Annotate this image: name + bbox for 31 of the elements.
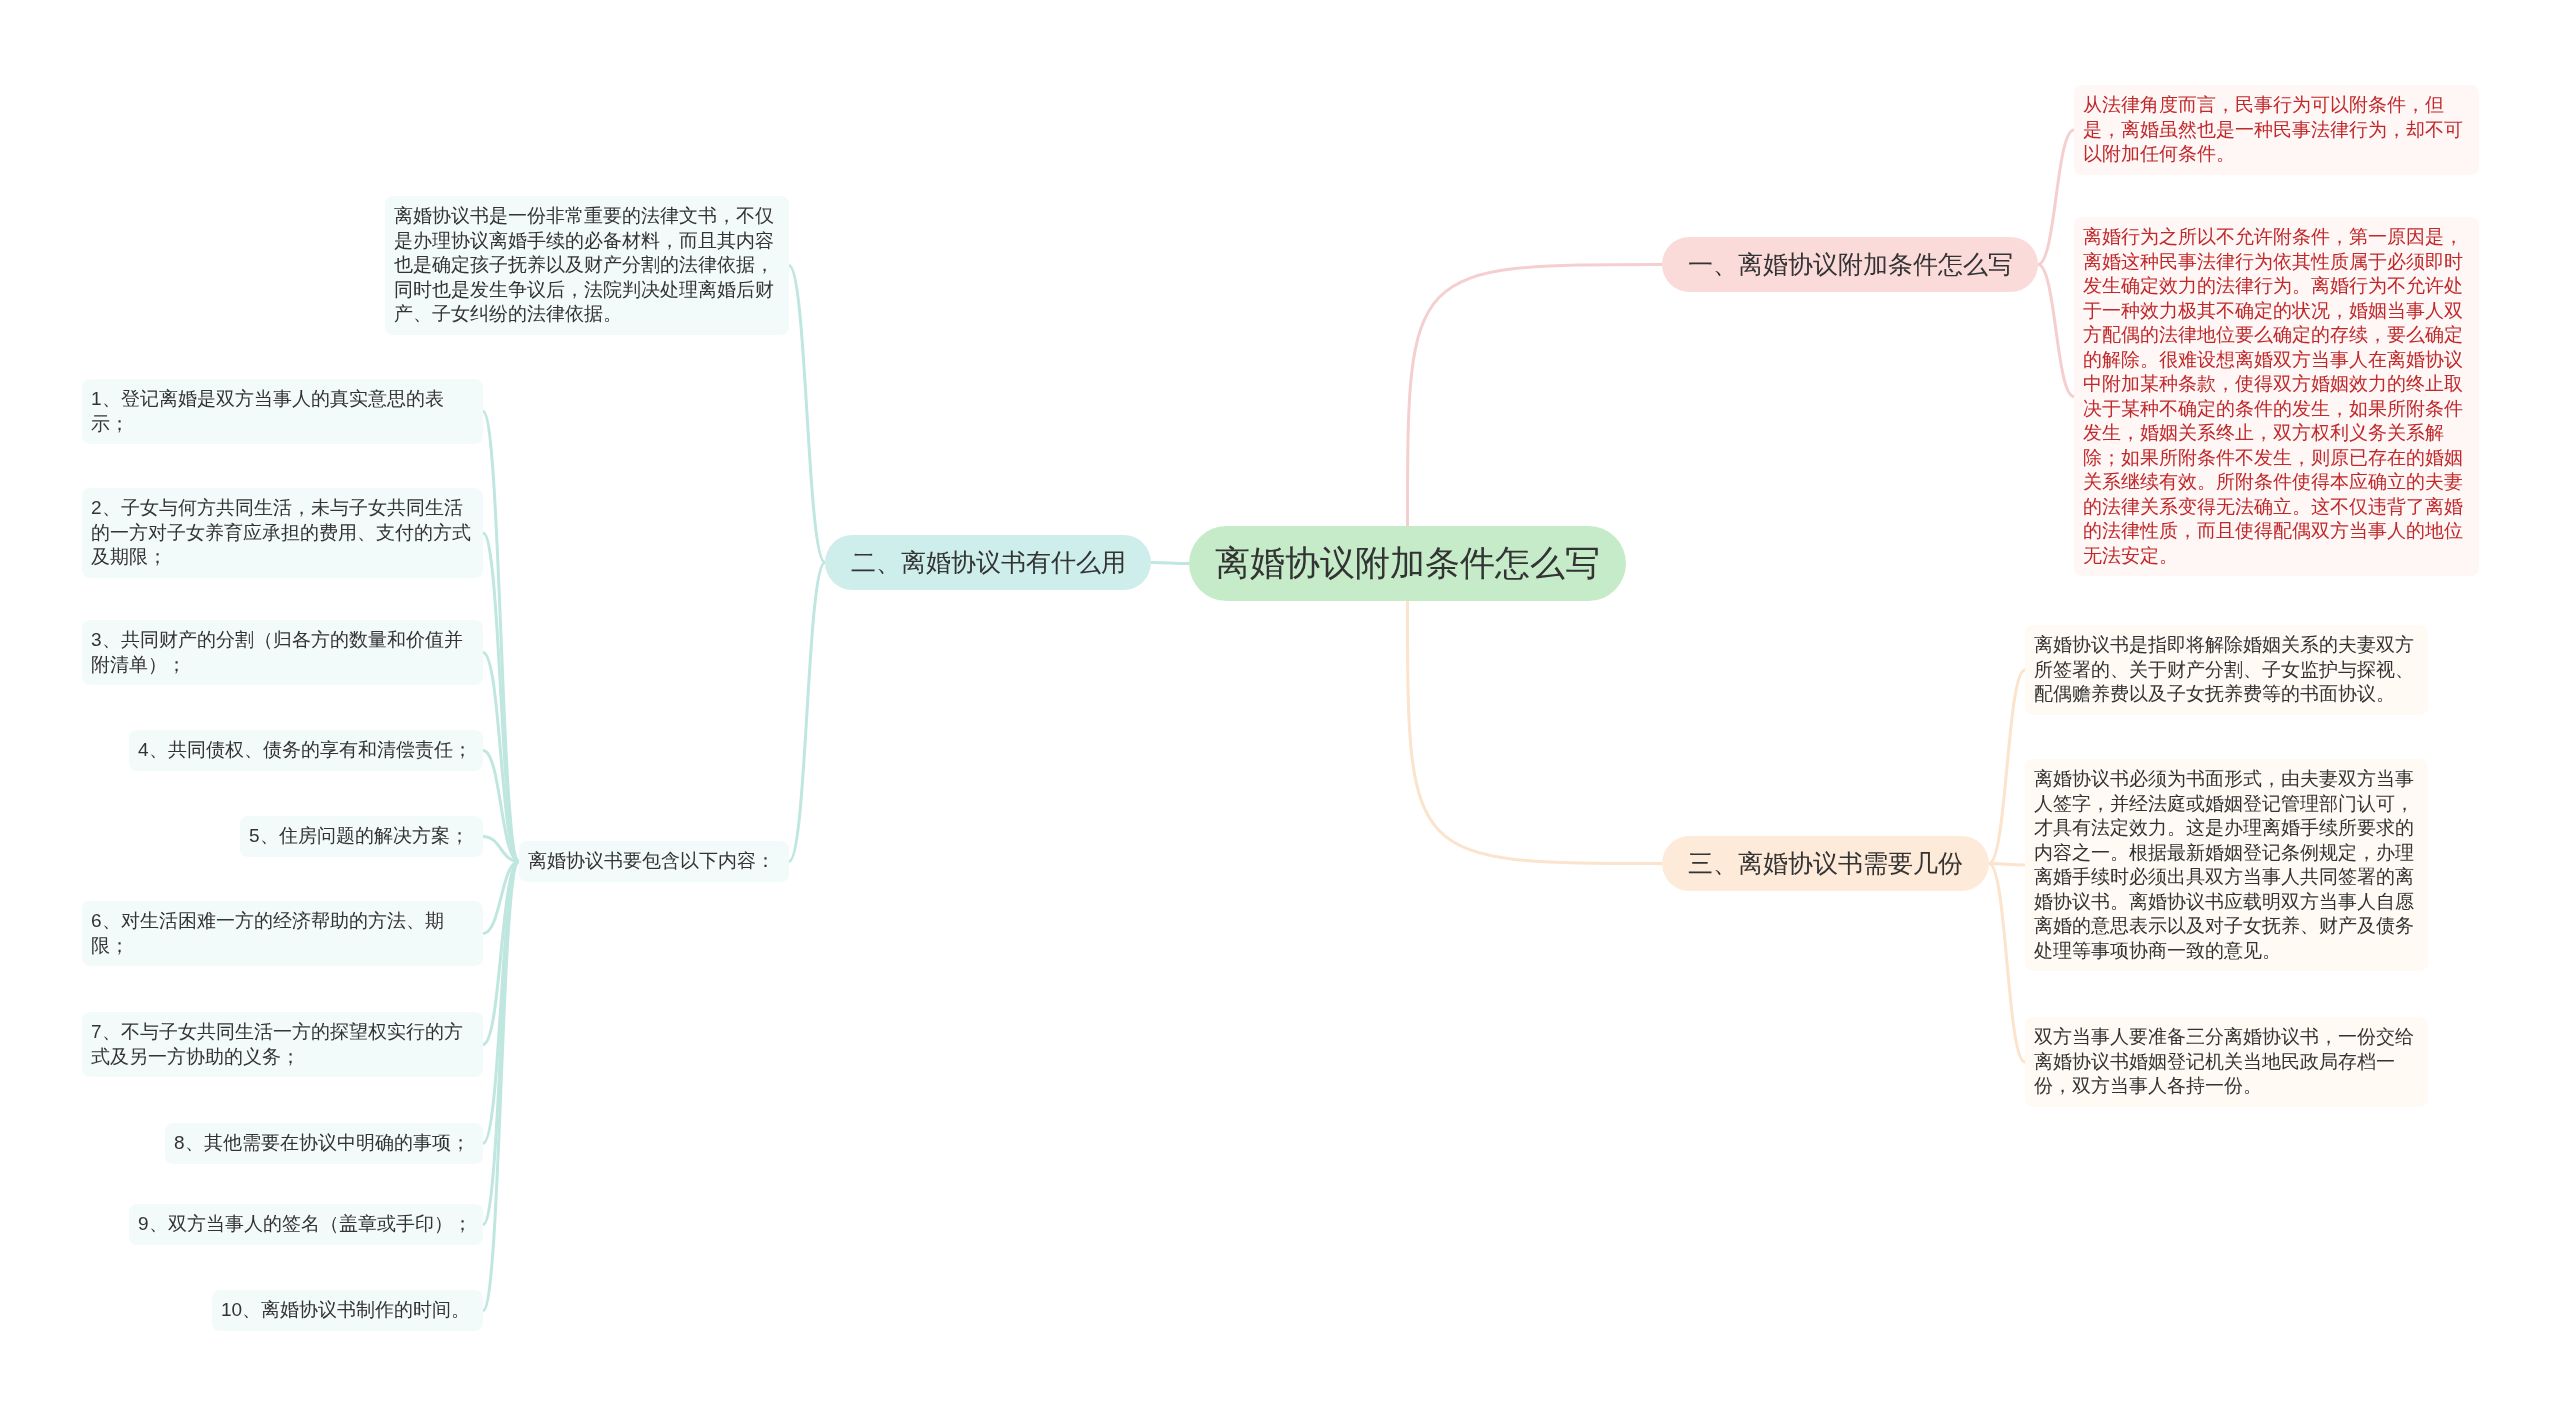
connector-line bbox=[787, 264, 827, 564]
note-card: 5、住房问题的解决方案； bbox=[240, 816, 483, 857]
connector-line bbox=[1151, 561, 1189, 565]
note-card: 双方当事人要准备三分离婚协议书，一份交给离婚协议书婚姻登记机关当地民政局存档一份，双方当事人各持一份。 bbox=[2025, 1017, 2428, 1107]
connector-line bbox=[1989, 862, 2025, 867]
note-card: 3、共同财产的分割（归各方的数量和价值并附清单）； bbox=[82, 620, 483, 685]
connector-line bbox=[2037, 263, 2075, 398]
note-card: 10、离婚协议书制作的时间。 bbox=[212, 1290, 483, 1331]
branch-topic: 三、离婚协议书需要几份 bbox=[1662, 836, 1989, 891]
note-card: 8、其他需要在协议中明确的事项； bbox=[165, 1123, 483, 1164]
connector-line bbox=[787, 561, 827, 863]
note-card: 2、子女与何方共同生活，未与子女共同生活的一方对子女养育应承担的费用、支付的方式及期限； bbox=[82, 488, 483, 578]
note-card: 7、不与子女共同生活一方的探望权实行的方式及另一方协助的义务； bbox=[82, 1012, 483, 1077]
note-card: 离婚行为之所以不允许附条件，第一原因是，离婚这种民事法律行为依其性质属于必须即时发生确定效力的法律行为。离婚行为不允许处于一种效力极其不确定的状况，婚姻当事人双方配偶的法律地位要么确定的存续，要么确定的解除。很难设想离婚双方当事人在离婚协议中附加某种条款，使得双方婚姻效力的终止取决于某种不确定的条件的发生，如果所附条件发生，婚姻关系终止，双方权利义务关系解除；如果所附条件不发生，则原已存在的婚姻关系继续有效。所附条件使得本应确立的夫妻的法律关系变得无法确立。这不仅违背了离婚的法律性质，而且使得配偶双方当事人的地位无法安定。 bbox=[2074, 217, 2479, 576]
connector-line bbox=[1406, 263, 1662, 526]
connector-line bbox=[2037, 128, 2075, 266]
note-card: 离婚协议书必须为书面形式，由夫妻双方当事人签字，并经法庭或婚姻登记管理部门认可，才具有法定效力。这是办理离婚手续所要求的内容之一。根据最新婚姻登记条例规定，办理离婚手续时必须出具双方当事人共同签署的离婚协议书。离婚协议书应载明双方当事人自愿离婚的意思表示以及对子女抚养、财产及债务处理等事项协商一致的意见。 bbox=[2025, 759, 2428, 971]
connector-line bbox=[1988, 668, 2026, 865]
note-card: 1、登记离婚是双方当事人的真实意思的表示； bbox=[82, 379, 483, 444]
note-card: 离婚协议书是一份非常重要的法律文书，不仅是办理协议离婚手续的必备材料，而且其内容也是确定孩子抚养以及财产分割的法律依据，同时也是发生争议后，法院判决处理离婚后财产、子女纠纷的法律依据。 bbox=[385, 196, 789, 335]
note-card: 离婚协议书要包含以下内容： bbox=[519, 841, 789, 882]
note-card: 9、双方当事人的签名（盖章或手印）； bbox=[129, 1204, 483, 1245]
connector-line bbox=[1406, 601, 1662, 865]
central-topic: 离婚协议附加条件怎么写 bbox=[1189, 526, 1626, 601]
branch-topic: 一、离婚协议附加条件怎么写 bbox=[1662, 237, 2038, 292]
note-card: 6、对生活困难一方的经济帮助的方法、期限； bbox=[82, 901, 483, 966]
branch-topic: 二、离婚协议书有什么用 bbox=[825, 535, 1151, 590]
note-card: 4、共同债权、债务的享有和清偿责任； bbox=[129, 730, 483, 771]
note-card: 离婚协议书是指即将解除婚姻关系的夫妻双方所签署的、关于财产分割、子女监护与探视、配偶赡养费以及子女抚养费等的书面协议。 bbox=[2025, 625, 2428, 715]
note-card: 从法律角度而言，民事行为可以附条件，但是，离婚虽然也是一种民事法律行为，却不可以附加任何条件。 bbox=[2074, 85, 2479, 175]
connector-line bbox=[1987, 862, 2027, 1064]
